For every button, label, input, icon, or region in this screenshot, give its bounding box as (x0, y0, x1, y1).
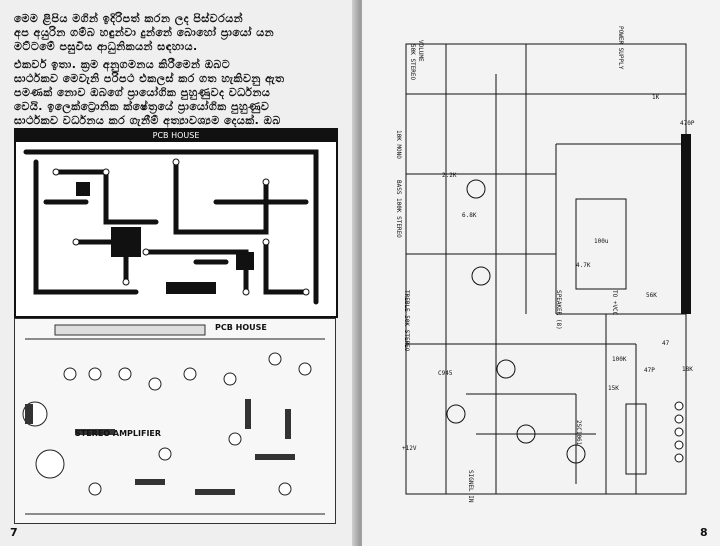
label-treble-stereo: TREBLE 50K STEREO (403, 290, 410, 352)
label-power-supply: POWER SUPPLY (617, 26, 624, 70)
intro-paragraph-1: මෙම ළිපිය මගින් ඉදිරිපත් කරන ලද පිස්වරයන… (14, 12, 275, 53)
label-47: 47 (662, 340, 670, 347)
label-18k: 18K (682, 366, 693, 373)
label-speaker: SPEAKER (8) (555, 290, 562, 330)
page-number-left: 7 (10, 526, 18, 539)
component-placement-illustration (22, 324, 325, 515)
pcb-component-layout: PCB HOUSE (14, 318, 336, 524)
label-2k2: 2.2K (442, 172, 457, 179)
pcb-bottom-subtitle: STEREO AMPLIFIER (75, 429, 162, 438)
label-mono-10k: 10K MONO (395, 130, 402, 159)
label-to-vcc: TO +VCC (611, 290, 618, 316)
label-bass-stereo: BASS 100K STEREO (395, 180, 402, 238)
label-volume: VOLUME (417, 40, 424, 62)
label-6k8: 6.8K (462, 212, 477, 219)
label-15k: 15K (608, 385, 619, 392)
label-100k: 100K (612, 356, 627, 363)
label-47p: 47P (644, 367, 655, 374)
label-100u: 100u (594, 238, 609, 245)
pcb-top-title: PCB HOUSE (16, 130, 336, 142)
label-56k: 56K (646, 292, 657, 299)
label-2sc1061: 2SC1061 (575, 420, 582, 446)
label-1k: 1K (652, 94, 660, 101)
page-number-right: 8 (700, 526, 708, 539)
right-page: VOLUME 50K STEREO POWER SUPPLY 10K MONO … (362, 0, 720, 546)
label-stereo-50k: 50K STEREO (409, 44, 416, 81)
pcb-copper-layout: PCB HOUSE (14, 128, 338, 318)
label-4k7: 4.7K (576, 262, 591, 269)
label-c945: C945 (438, 370, 453, 377)
pcb-bottom-title: PCB HOUSE (215, 323, 267, 332)
intro-paragraph-2: එකවර් ඉතා. ක්‍රම අනුගමනය කිරීමෙන් ඔබට සා… (14, 58, 285, 141)
circuit-schematic (405, 43, 691, 495)
label-470p: 470P (680, 120, 695, 127)
left-page: මෙම ළිපිය මගින් ඉදිරිපත් කරන ලද පිස්වරයන… (10, 12, 338, 539)
pcb-traces-illustration (23, 149, 319, 305)
label-12v: +12V (402, 445, 417, 452)
label-signal-in: SIGNEL IN (467, 470, 474, 503)
